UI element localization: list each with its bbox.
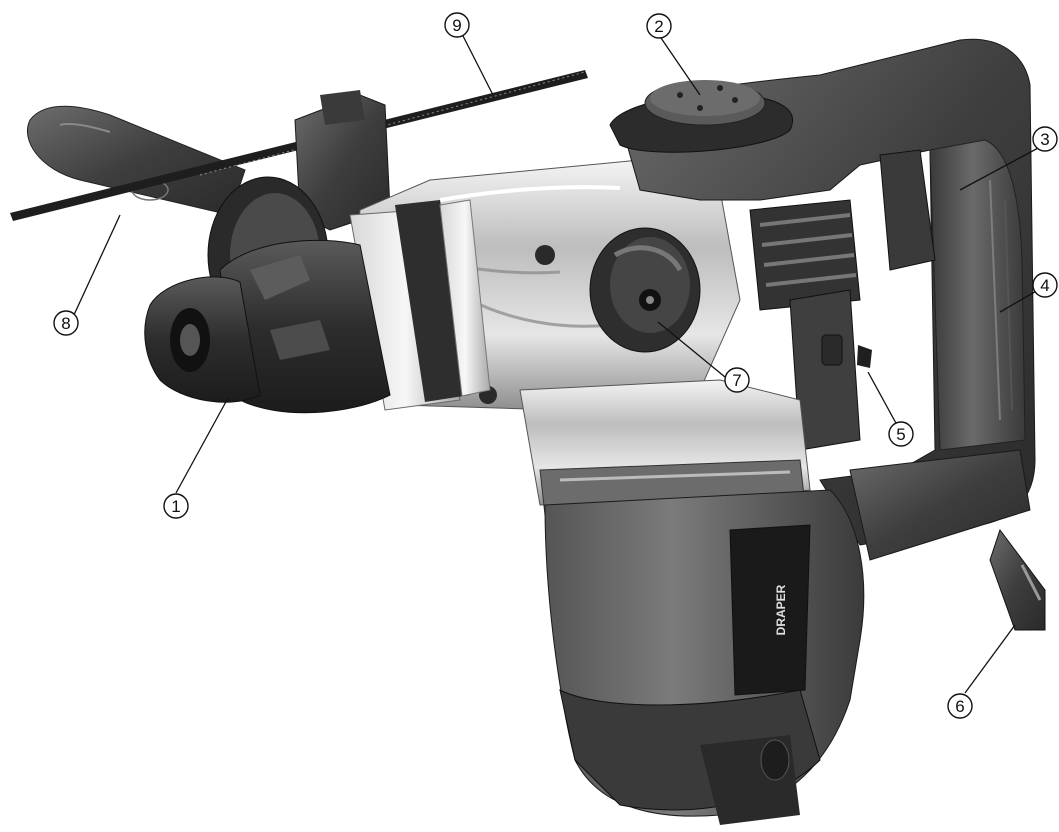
cooling-vents — [749, 199, 861, 311]
svg-text:5: 5 — [896, 425, 905, 444]
svg-text:3: 3 — [1040, 130, 1049, 149]
depth-gauge-rod — [10, 70, 588, 231]
chuck-rings — [349, 199, 491, 411]
leader-lines — [72, 29, 1041, 694]
callout-3: 3 — [1032, 126, 1058, 152]
callout-6: 6 — [947, 693, 973, 719]
svg-text:6: 6 — [955, 697, 964, 716]
callout-9: 9 — [444, 12, 470, 38]
callout-7: 7 — [724, 367, 750, 393]
callout-4: 4 — [1032, 272, 1058, 298]
svg-text:9: 9 — [452, 16, 461, 35]
lock-button-area — [789, 289, 872, 451]
motor-housing: DRAPER — [544, 489, 865, 825]
power-cord — [989, 528, 1046, 631]
svg-text:2: 2 — [654, 17, 663, 36]
svg-text:7: 7 — [732, 371, 741, 390]
callout-2: 2 — [646, 13, 672, 39]
side-handle — [27, 105, 246, 216]
sds-chuck — [144, 239, 391, 414]
mode-selector-knob — [589, 227, 701, 353]
rear-handle-frame — [619, 38, 1036, 561]
top-dial — [609, 80, 793, 153]
brand-label-plate: DRAPER — [729, 524, 811, 696]
svg-text:8: 8 — [61, 314, 70, 333]
callout-1: 1 — [163, 493, 189, 519]
brand-label: DRAPER — [774, 584, 788, 635]
svg-text:4: 4 — [1040, 276, 1049, 295]
callout-8: 8 — [53, 310, 79, 336]
svg-text:1: 1 — [171, 497, 180, 516]
callout-5: 5 — [888, 421, 914, 447]
